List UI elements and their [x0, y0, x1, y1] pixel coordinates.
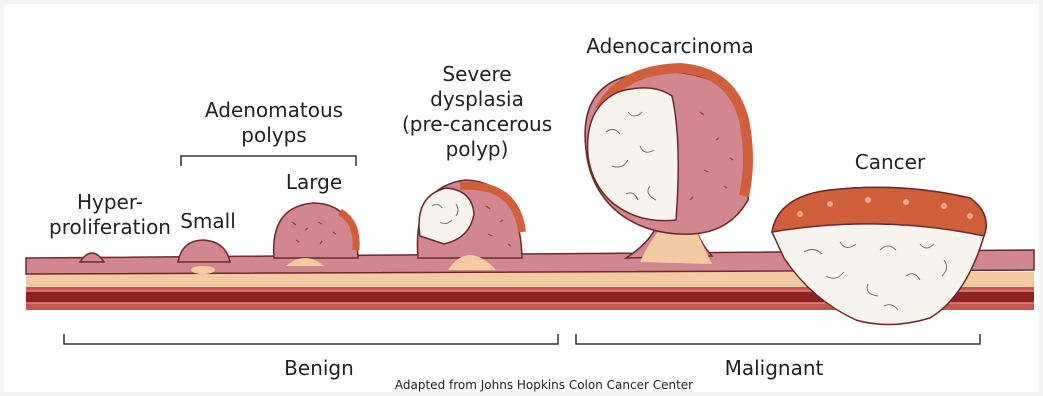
hyperproliferation-bump [80, 253, 104, 262]
large-polyp [274, 203, 358, 258]
label-large: Large [274, 170, 354, 195]
source-credit: Adapted from Johns Hopkins Colon Cancer … [344, 378, 744, 392]
label-line: polyp) [402, 137, 552, 162]
label-hyperproliferation: Hyper- proliferation [30, 190, 190, 240]
malignant-bracket [576, 334, 980, 344]
label-adenocarcinoma: Adenocarcinoma [580, 34, 760, 59]
label-line: dysplasia [402, 87, 552, 112]
label-adenomatous-polyps: Adenomatous polyps [194, 98, 354, 148]
label-line: Severe [402, 62, 552, 87]
adenomatous-bracket [181, 156, 356, 166]
label-small: Small [168, 209, 248, 234]
label-cancer: Cancer [840, 150, 940, 175]
label-line: polyps [194, 123, 354, 148]
label-line: Hyper- [30, 190, 190, 215]
label-line: Adenomatous [194, 98, 354, 123]
label-severe-dysplasia: Severe dysplasia (pre-cancerous polyp) [402, 62, 552, 162]
label-line: (pre-cancerous [402, 112, 552, 137]
label-line: proliferation [30, 215, 190, 240]
benign-bracket [64, 334, 558, 344]
small-polyp [178, 240, 230, 262]
diagram-canvas: Hyper- proliferation Adenomatous polyps … [4, 4, 1039, 392]
